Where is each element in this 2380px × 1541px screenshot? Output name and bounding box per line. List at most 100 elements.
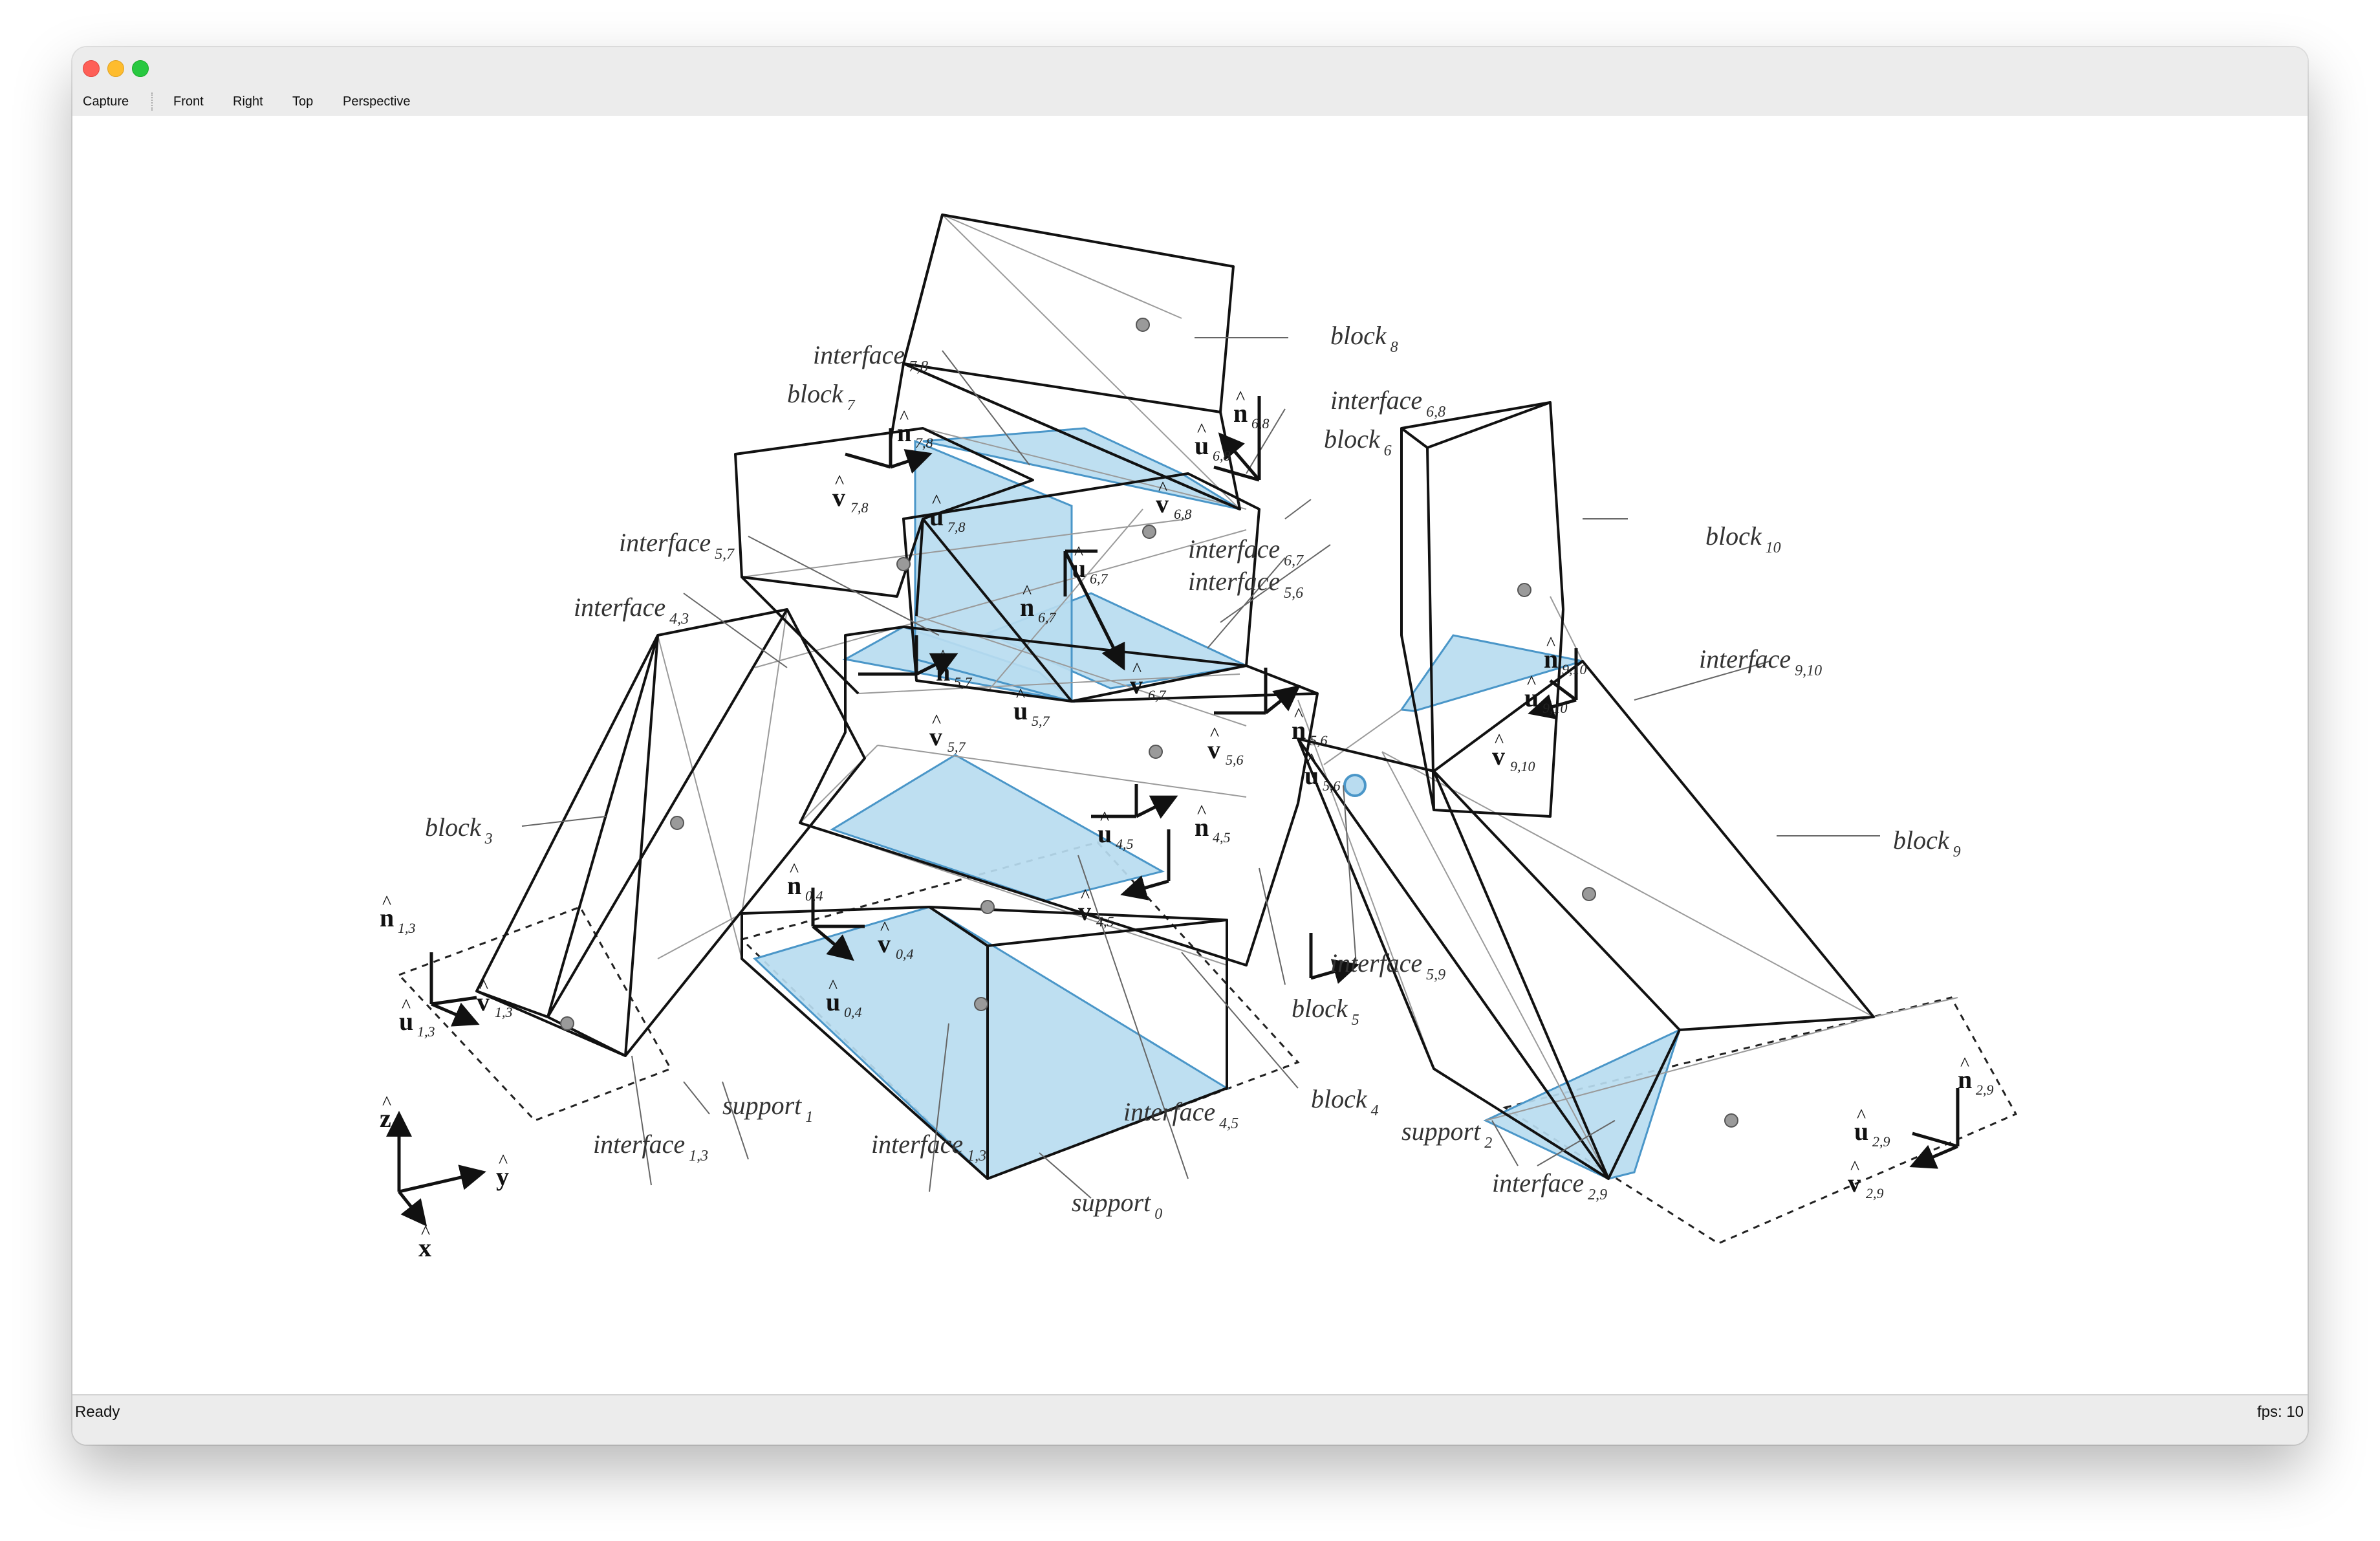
svg-text:5,6: 5,6	[1226, 752, 1244, 768]
svg-text:u: u	[1013, 696, 1028, 725]
svg-text:^: ^	[1850, 1157, 1859, 1178]
svg-text:^: ^	[382, 1092, 391, 1113]
support-2-plane	[1502, 996, 2018, 1245]
block-5-centroid	[1149, 745, 1163, 759]
svg-text:^: ^	[421, 1221, 430, 1243]
svg-text:6,8: 6,8	[1251, 415, 1270, 432]
svg-text:^: ^	[402, 995, 411, 1016]
perspective-view-button[interactable]: Perspective	[343, 94, 411, 109]
x-axis-label: ^x	[418, 1221, 431, 1262]
svg-text:^: ^	[1546, 633, 1555, 654]
svg-text:u: u	[929, 502, 944, 531]
block-7-centroid	[896, 557, 911, 571]
svg-text:^: ^	[1294, 704, 1303, 725]
svg-text:u: u	[1098, 819, 1112, 848]
svg-text:v: v	[929, 722, 942, 751]
v-9-10-vector-label: ^v 9,10	[1492, 730, 1535, 774]
svg-text:^: ^	[938, 646, 947, 667]
svg-text:6,7: 6,7	[1090, 571, 1109, 587]
svg-text:^: ^	[1016, 684, 1025, 706]
title-bar: Capture Front Right Top Perspective	[72, 47, 2308, 117]
svg-text:^: ^	[900, 406, 909, 428]
top-view-button[interactable]: Top	[292, 94, 314, 109]
block-edges	[475, 213, 1875, 1180]
zoom-window-button[interactable]	[132, 60, 149, 77]
svg-text:2,9: 2,9	[1976, 1082, 1994, 1098]
capture-button[interactable]: Capture	[83, 94, 129, 109]
block-8-centroid	[1136, 318, 1150, 332]
svg-text:0,4: 0,4	[896, 946, 914, 962]
svg-text:u: u	[399, 1007, 413, 1036]
svg-text:5,7: 5,7	[1032, 713, 1050, 729]
svg-text:u: u	[1854, 1117, 1868, 1146]
svg-text:^: ^	[1197, 419, 1206, 441]
front-view-button[interactable]: Front	[173, 94, 204, 109]
svg-text:^: ^	[1527, 672, 1536, 693]
svg-text:n: n	[1292, 716, 1306, 745]
minimize-window-button[interactable]	[107, 60, 124, 77]
svg-text:0,4: 0,4	[805, 888, 823, 904]
interface-5-9-point[interactable]	[1343, 774, 1367, 797]
svg-text:^: ^	[1100, 807, 1109, 829]
svg-text:n: n	[1233, 399, 1248, 428]
svg-text:^: ^	[1022, 581, 1032, 602]
svg-text:4,5: 4,5	[1096, 913, 1114, 930]
svg-text:^: ^	[1074, 542, 1083, 563]
block-3-centroid	[670, 816, 684, 830]
svg-text:6,7: 6,7	[1148, 687, 1167, 703]
svg-text:z: z	[380, 1104, 391, 1133]
svg-text:^: ^	[499, 1150, 508, 1172]
svg-text:x: x	[418, 1233, 431, 1262]
svg-text:v: v	[1492, 741, 1505, 770]
support-1-centroid	[560, 1016, 574, 1031]
svg-text:v: v	[1156, 489, 1169, 518]
vector-arrows	[429, 396, 1960, 1166]
block-6-centroid	[1142, 525, 1156, 539]
svg-text:v: v	[1848, 1168, 1861, 1197]
svg-text:v: v	[1130, 670, 1143, 699]
right-view-button[interactable]: Right	[233, 94, 263, 109]
svg-text:^: ^	[1197, 801, 1206, 822]
toolbar-separator	[151, 93, 153, 111]
svg-text:7,8: 7,8	[915, 435, 933, 451]
svg-text:^: ^	[1307, 749, 1316, 770]
close-window-button[interactable]	[83, 60, 100, 77]
svg-text:^: ^	[932, 710, 941, 732]
svg-text:9,10: 9,10	[1510, 758, 1535, 774]
svg-text:u: u	[1195, 431, 1209, 460]
block-5-edges	[799, 626, 1319, 967]
interface-2-9-face	[1483, 1028, 1682, 1180]
block-9-centroid	[1582, 887, 1596, 901]
svg-text:^: ^	[1495, 730, 1504, 751]
svg-text:n: n	[936, 657, 950, 686]
svg-text:y: y	[496, 1162, 509, 1191]
svg-text:^: ^	[828, 976, 838, 997]
svg-text:n: n	[1958, 1065, 1972, 1094]
svg-text:^: ^	[880, 917, 889, 939]
